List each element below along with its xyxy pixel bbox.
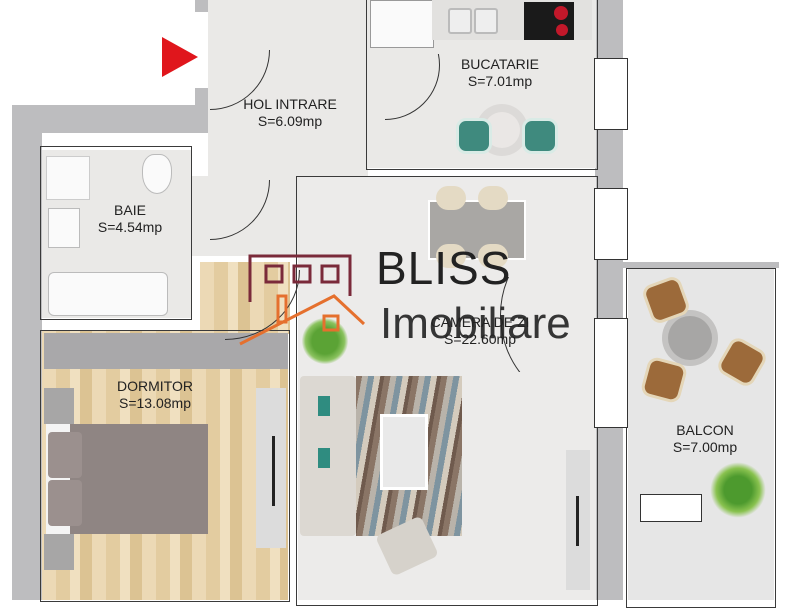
burner-icon <box>556 24 568 36</box>
room-label-camera: CAMERA DE ZI S=22.60mp <box>400 314 560 348</box>
fridge <box>370 0 434 48</box>
room-label-hol: HOL INTRARE S=6.09mp <box>220 96 360 130</box>
room-area: S=22.60mp <box>444 331 516 347</box>
dining-chair <box>478 186 508 210</box>
burner-icon <box>554 6 568 20</box>
sink-icon <box>474 8 498 34</box>
room-label-balcon: BALCON S=7.00mp <box>650 422 760 456</box>
room-area: S=4.54mp <box>97 219 163 235</box>
balcony-bench <box>640 494 702 522</box>
coffee-table <box>380 414 428 490</box>
kitchen-chair <box>522 118 558 154</box>
dining-chair <box>436 186 466 210</box>
sink-icon <box>48 208 80 248</box>
entry-arrow-icon <box>162 37 198 77</box>
outer-wall-left <box>12 105 42 600</box>
tv-console <box>256 388 286 548</box>
room-name: BALCON <box>676 422 734 438</box>
window[interactable] <box>594 188 628 260</box>
room-area: S=6.09mp <box>257 113 323 129</box>
pillow <box>48 432 82 478</box>
room-area: S=7.01mp <box>467 73 533 89</box>
room-area: S=7.00mp <box>672 439 738 455</box>
nightstand <box>44 388 74 424</box>
room-label-dormitor: DORMITOR S=13.08mp <box>90 378 220 412</box>
watermark-line2: Imobiliare <box>380 299 571 348</box>
toilet-icon <box>142 154 172 194</box>
tv-icon <box>576 496 579 546</box>
room-name: BUCATARIE <box>460 56 540 72</box>
cushion <box>318 448 330 468</box>
room-area: S=13.08mp <box>119 395 191 411</box>
room-name: DORMITOR <box>117 378 193 394</box>
bliss-logo-icon <box>239 254 366 346</box>
outer-wall-top-left <box>12 105 208 133</box>
room-name: CAMERA DE ZI <box>430 314 530 330</box>
watermark-line1: BLISS <box>376 242 512 294</box>
balcony-door[interactable] <box>594 318 628 428</box>
dining-chair <box>436 244 466 268</box>
room-name: HOL INTRARE <box>243 96 337 112</box>
pillow <box>48 480 82 526</box>
living-door[interactable] <box>500 277 595 372</box>
plant-icon <box>710 462 766 518</box>
cushion <box>318 396 330 416</box>
room-label-baie: BAIE S=4.54mp <box>80 202 180 236</box>
bath-wall <box>40 146 192 320</box>
balcony-wall <box>622 262 779 268</box>
room-name: BAIE <box>114 202 146 218</box>
tv-icon <box>272 436 275 506</box>
washer <box>46 156 90 200</box>
balcony-table <box>668 316 712 360</box>
nightstand <box>44 534 74 570</box>
window[interactable] <box>594 58 628 130</box>
kitchen-chair <box>456 118 492 154</box>
bathtub-icon <box>48 272 168 316</box>
room-label-bucatarie: BUCATARIE S=7.01mp <box>430 56 570 90</box>
dining-chair <box>478 244 508 268</box>
sink-icon <box>448 8 472 34</box>
